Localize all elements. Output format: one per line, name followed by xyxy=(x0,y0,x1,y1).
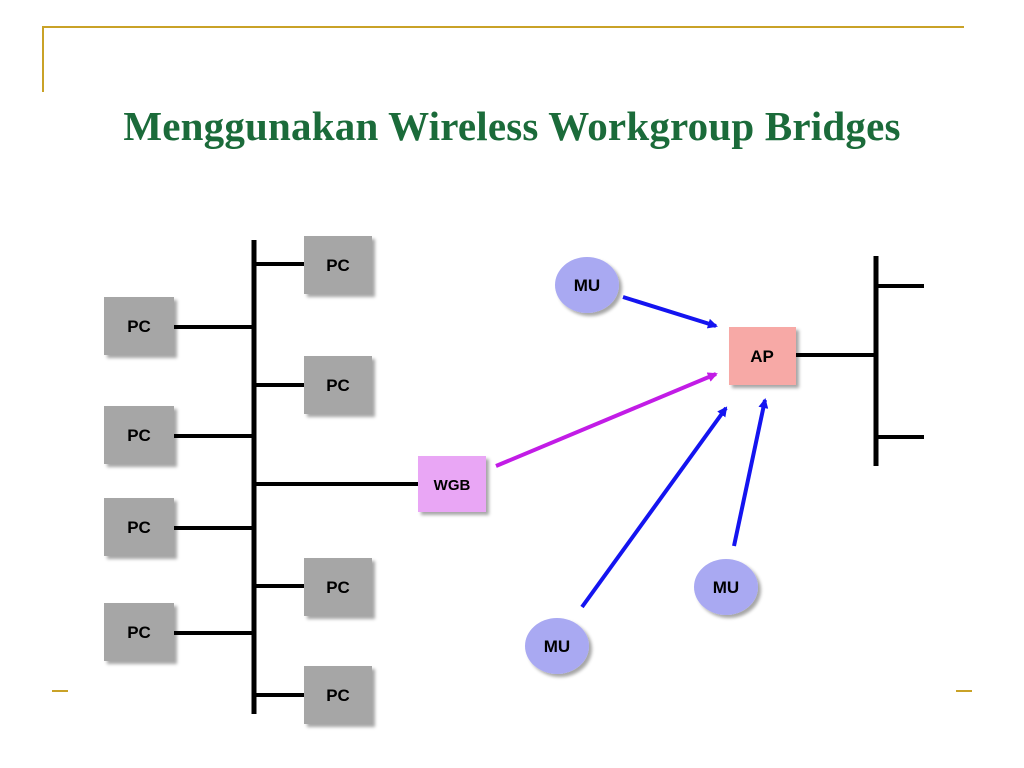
pc-node: PC xyxy=(304,356,372,414)
wireless-link-mu-top xyxy=(622,295,718,329)
wireless-link-mu-bottom-right xyxy=(732,398,769,547)
pc-label: PC xyxy=(127,623,151,642)
ap-node: AP xyxy=(729,327,796,385)
left-lan xyxy=(174,240,418,714)
wgb-node: WGB xyxy=(418,456,486,512)
wireless-link-wgb xyxy=(495,372,718,468)
wireless-link-mu-bottom-left xyxy=(580,406,728,609)
pc-label: PC xyxy=(326,686,350,705)
ap-label: AP xyxy=(750,347,774,366)
slide-title: Menggunakan Wireless Workgroup Bridges xyxy=(123,103,901,149)
pc-node: PC xyxy=(104,297,174,355)
pc-label: PC xyxy=(326,256,350,275)
mu-node: MU xyxy=(694,559,758,615)
frame-left-accent xyxy=(42,26,44,92)
pc-label: PC xyxy=(127,426,151,445)
pc-node: PC xyxy=(304,236,372,294)
pc-label: PC xyxy=(326,376,350,395)
mu-label: MU xyxy=(544,637,570,656)
frame-top-accent xyxy=(42,26,964,28)
mu-label: MU xyxy=(574,276,600,295)
pc-node: PC xyxy=(104,603,174,661)
pc-label: PC xyxy=(127,317,151,336)
mu-label: MU xyxy=(713,578,739,597)
frame-bottom-left-dash xyxy=(52,690,68,692)
frame-bottom-right-dash xyxy=(956,690,972,692)
pc-node: PC xyxy=(104,498,174,556)
right-lan xyxy=(796,256,924,466)
pc-node: PC xyxy=(104,406,174,464)
wgb-label: WGB xyxy=(434,477,471,494)
mu-node: MU xyxy=(525,618,589,674)
pc-node: PC xyxy=(304,666,372,724)
mu-node: MU xyxy=(555,257,619,313)
pc-label: PC xyxy=(127,518,151,537)
pc-node: PC xyxy=(304,558,372,616)
pc-label: PC xyxy=(326,578,350,597)
